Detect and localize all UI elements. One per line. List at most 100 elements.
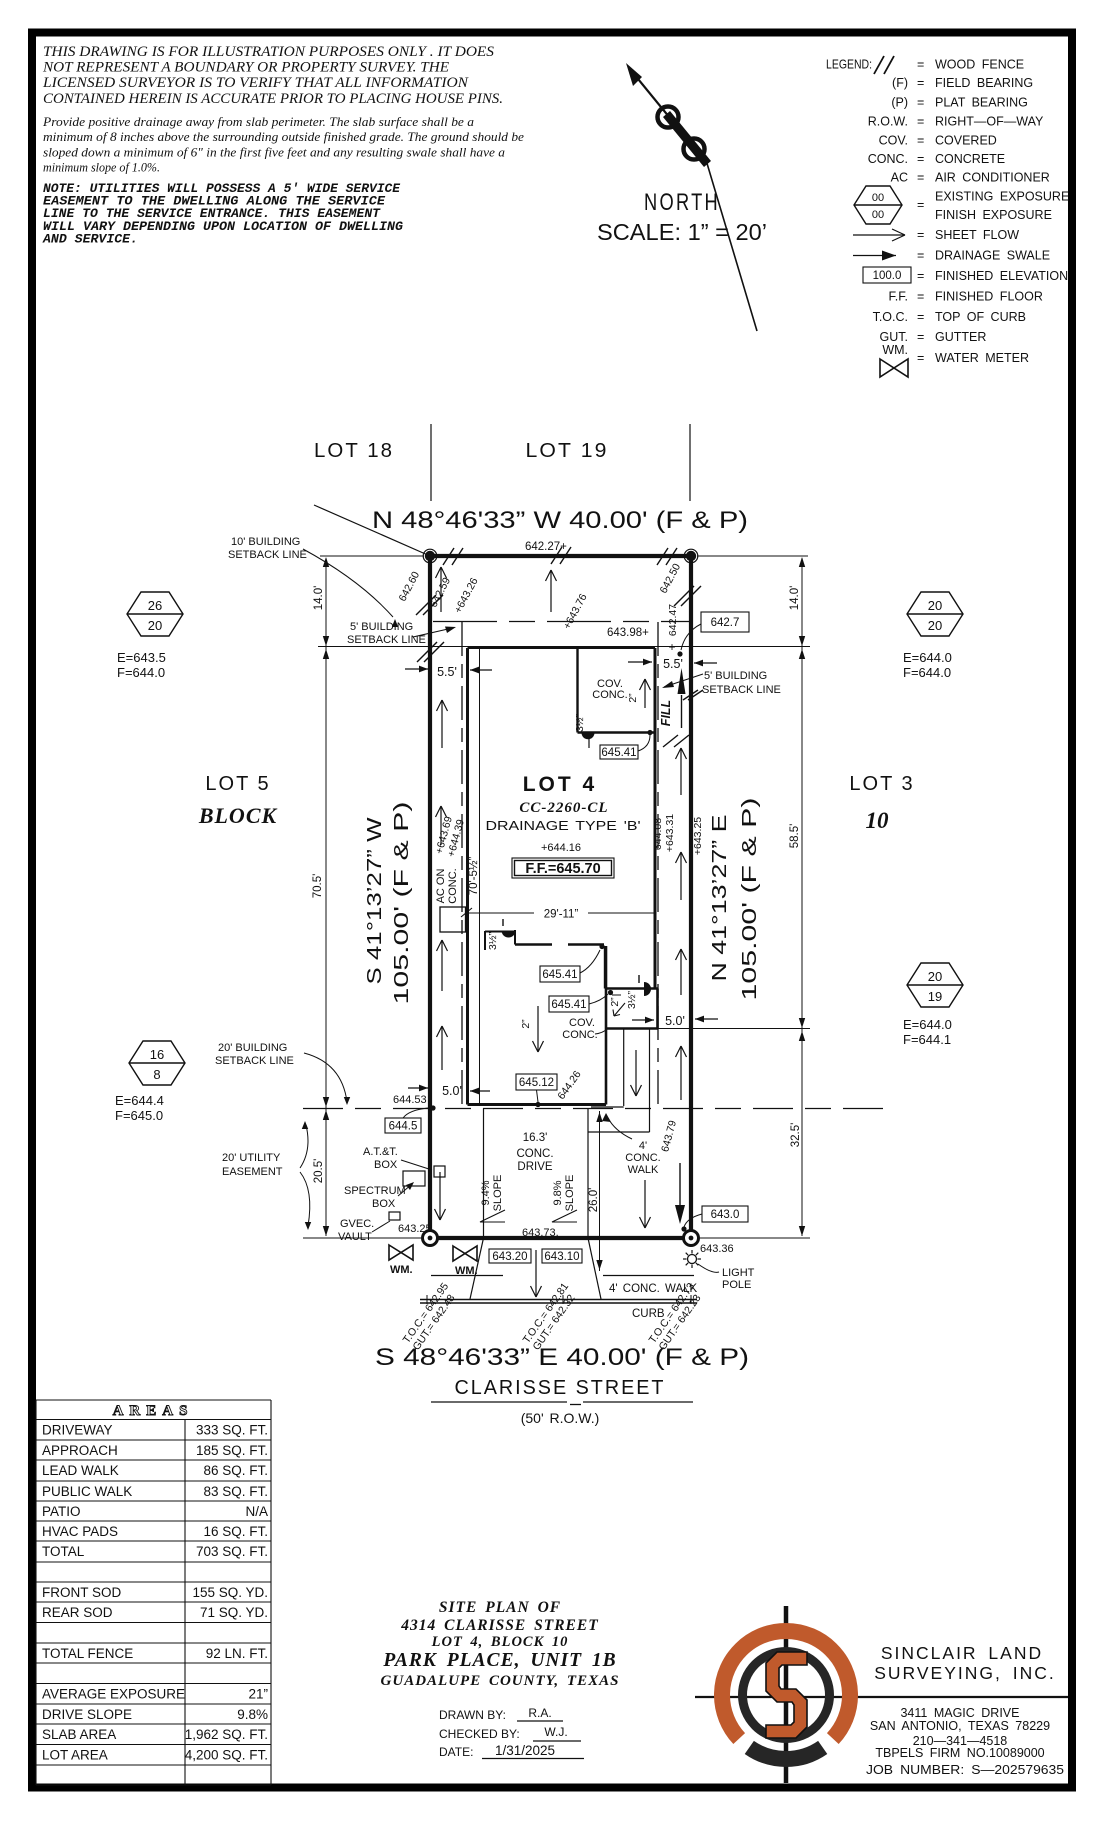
svg-text:DRAINAGE TYPE 'B': DRAINAGE TYPE 'B' (486, 818, 641, 833)
svg-text:4' CONC. WALK: 4' CONC. WALK (609, 1283, 698, 1295)
svg-text:SCALE: 1” = 20’: SCALE: 1” = 20’ (597, 219, 767, 245)
svg-text:JOB NUMBER: S—202579635: JOB NUMBER: S—202579635 (866, 1762, 1064, 1777)
svg-text:703 SQ. FT.: 703 SQ. FT. (196, 1544, 268, 1559)
svg-text:644.5: 644.5 (389, 1121, 418, 1133)
svg-text:T.O.C.: T.O.C. (873, 310, 908, 324)
svg-text:WOOD FENCE: WOOD FENCE (935, 58, 1024, 72)
svg-text:=: = (917, 76, 924, 90)
svg-text:210—341—4518: 210—341—4518 (913, 1734, 1008, 1748)
svg-text:DRAINAGE SWALE: DRAINAGE SWALE (935, 249, 1050, 263)
svg-text:CURB: CURB (632, 1308, 665, 1320)
svg-text:SAN ANTONIO, TEXAS 78229: SAN ANTONIO, TEXAS 78229 (870, 1719, 1050, 1733)
svg-text:00: 00 (872, 192, 884, 204)
svg-text:F=645.0: F=645.0 (115, 1108, 163, 1123)
svg-text:5.5': 5.5' (437, 665, 457, 679)
svg-text:CHECKED BY:: CHECKED BY: (439, 1727, 520, 1741)
svg-text:F.F.=645.70: F.F.=645.70 (525, 861, 600, 877)
svg-text:+: + (668, 640, 675, 654)
svg-text:F.F.: F.F. (889, 290, 908, 304)
svg-text:20' UTILITY: 20' UTILITY (222, 1152, 281, 1164)
svg-text:E=643.5: E=643.5 (117, 650, 166, 665)
svg-text:AC ON: AC ON (435, 869, 447, 904)
svg-text:BLOCK: BLOCK (198, 803, 278, 828)
svg-text:=: = (917, 152, 924, 166)
svg-text:FILL: FILL (659, 700, 673, 726)
svg-text:TBPELS FIRM NO.10089000: TBPELS FIRM NO.10089000 (875, 1746, 1044, 1760)
svg-text:GUT.: GUT. (880, 330, 908, 344)
svg-text:DATE:: DATE: (439, 1745, 473, 1759)
svg-text:CONC.: CONC. (562, 1029, 597, 1041)
svg-text:32.5': 32.5' (790, 1123, 802, 1148)
svg-text:F=644.1: F=644.1 (903, 1032, 951, 1047)
svg-text:SLAB AREA: SLAB AREA (42, 1727, 116, 1742)
svg-text:N 41°13’27” E: N 41°13’27” E (709, 815, 731, 982)
svg-text:4314 CLARISSE STREET: 4314 CLARISSE STREET (400, 1617, 598, 1634)
svg-text:FINISHED FLOOR: FINISHED FLOOR (935, 290, 1043, 304)
svg-text:5.5': 5.5' (663, 657, 683, 671)
svg-text:20.5': 20.5' (313, 1159, 325, 1184)
svg-text:SPECTRUM: SPECTRUM (344, 1185, 406, 1197)
svg-text:LINE TO THE SERVICE ENTRANCE.: LINE TO THE SERVICE ENTRANCE. THIS EASEM… (43, 207, 382, 221)
svg-text:=: = (917, 96, 924, 110)
svg-text:GUTTER: GUTTER (935, 330, 986, 344)
svg-text:643.20: 643.20 (492, 1251, 527, 1263)
svg-text:LOT AREA: LOT AREA (42, 1748, 108, 1763)
svg-text:minimum of 8 inches above the: minimum of 8 inches above the surroundin… (43, 129, 524, 144)
svg-text:5.0': 5.0' (665, 1014, 685, 1028)
svg-text:83 SQ. FT.: 83 SQ. FT. (203, 1484, 268, 1499)
svg-text:TOTAL FENCE: TOTAL FENCE (42, 1646, 133, 1661)
svg-text:185 SQ. FT.: 185 SQ. FT. (196, 1443, 268, 1458)
svg-text:333 SQ. FT.: 333 SQ. FT. (196, 1423, 268, 1438)
svg-text:86 SQ. FT.: 86 SQ. FT. (203, 1463, 268, 1478)
svg-text:SURVEYING, INC.: SURVEYING, INC. (874, 1663, 1056, 1683)
svg-text:643.25: 643.25 (398, 1223, 432, 1235)
svg-text:R.O.W.: R.O.W. (868, 115, 908, 129)
svg-text:70'-5½”: 70'-5½” (468, 857, 480, 896)
svg-text:CONC.: CONC. (516, 1148, 553, 1160)
svg-text:SITE PLAN OF: SITE PLAN OF (439, 1599, 561, 1616)
svg-text:643.36: 643.36 (700, 1243, 734, 1255)
svg-text:4': 4' (639, 1140, 647, 1152)
svg-text:=: = (917, 58, 924, 72)
svg-text:=: = (917, 134, 924, 148)
svg-text:DRIVEWAY: DRIVEWAY (42, 1423, 113, 1438)
svg-text:WILL VARY DEPENDING UPON LOCAT: WILL VARY DEPENDING UPON LOCATION OF DWE… (43, 220, 404, 234)
svg-text:19: 19 (928, 989, 942, 1004)
svg-text:8: 8 (153, 1067, 160, 1082)
svg-text:LIGHT: LIGHT (722, 1267, 755, 1279)
svg-text:3½”: 3½” (574, 713, 586, 732)
svg-text:minimum slope of 1.0%.: minimum slope of 1.0%. (43, 160, 160, 175)
svg-text:20: 20 (148, 618, 162, 633)
svg-text:CONTAINED HEREIN IS ACCURATE P: CONTAINED HEREIN IS ACCURATE PRIOR TO PL… (43, 91, 503, 107)
svg-text:A.T.&T.: A.T.&T. (363, 1146, 398, 1158)
svg-text:71 SQ. YD.: 71 SQ. YD. (200, 1605, 268, 1620)
svg-text:COVERED: COVERED (935, 134, 997, 148)
svg-text:10: 10 (866, 808, 890, 833)
svg-text:(P): (P) (891, 96, 908, 110)
svg-text:LOT 18: LOT 18 (314, 440, 394, 462)
svg-text:COV.: COV. (597, 678, 623, 690)
svg-text:=: = (917, 171, 924, 185)
svg-text:=: = (917, 249, 924, 263)
svg-text:TOP OF CURB: TOP OF CURB (935, 310, 1026, 324)
svg-text:LOT 5: LOT 5 (205, 773, 270, 795)
svg-text:BOX: BOX (374, 1159, 398, 1171)
svg-text:S 41°13’27” W: S 41°13’27” W (364, 817, 386, 984)
svg-text:FINISHED ELEVATION: FINISHED ELEVATION (935, 269, 1068, 283)
svg-text:642.47: 642.47 (667, 604, 679, 636)
svg-text:RIGHT—OF—WAY: RIGHT—OF—WAY (935, 115, 1044, 129)
svg-text:=: = (917, 351, 924, 365)
svg-text:9.8%: 9.8% (552, 1180, 564, 1205)
svg-text:5' BUILDING: 5' BUILDING (704, 670, 767, 682)
svg-text:WALK: WALK (628, 1164, 659, 1176)
svg-text:FRONT SOD: FRONT SOD (42, 1585, 122, 1600)
svg-text:W.J.: W.J. (544, 1725, 567, 1739)
svg-text:N/A: N/A (245, 1504, 268, 1519)
svg-text:NOT REPRESENT A BOUNDARY OR PR: NOT REPRESENT A BOUNDARY OR PROPERTY SUR… (42, 60, 449, 76)
svg-text:HVAC PADS: HVAC PADS (42, 1524, 118, 1539)
svg-text:COV.: COV. (569, 1017, 595, 1029)
svg-text:E=644.0: E=644.0 (903, 650, 952, 665)
svg-text:LEGEND:: LEGEND: (826, 58, 872, 72)
svg-text:26: 26 (148, 598, 162, 613)
svg-text:AVERAGE EXPOSURE: AVERAGE EXPOSURE (42, 1687, 185, 1702)
